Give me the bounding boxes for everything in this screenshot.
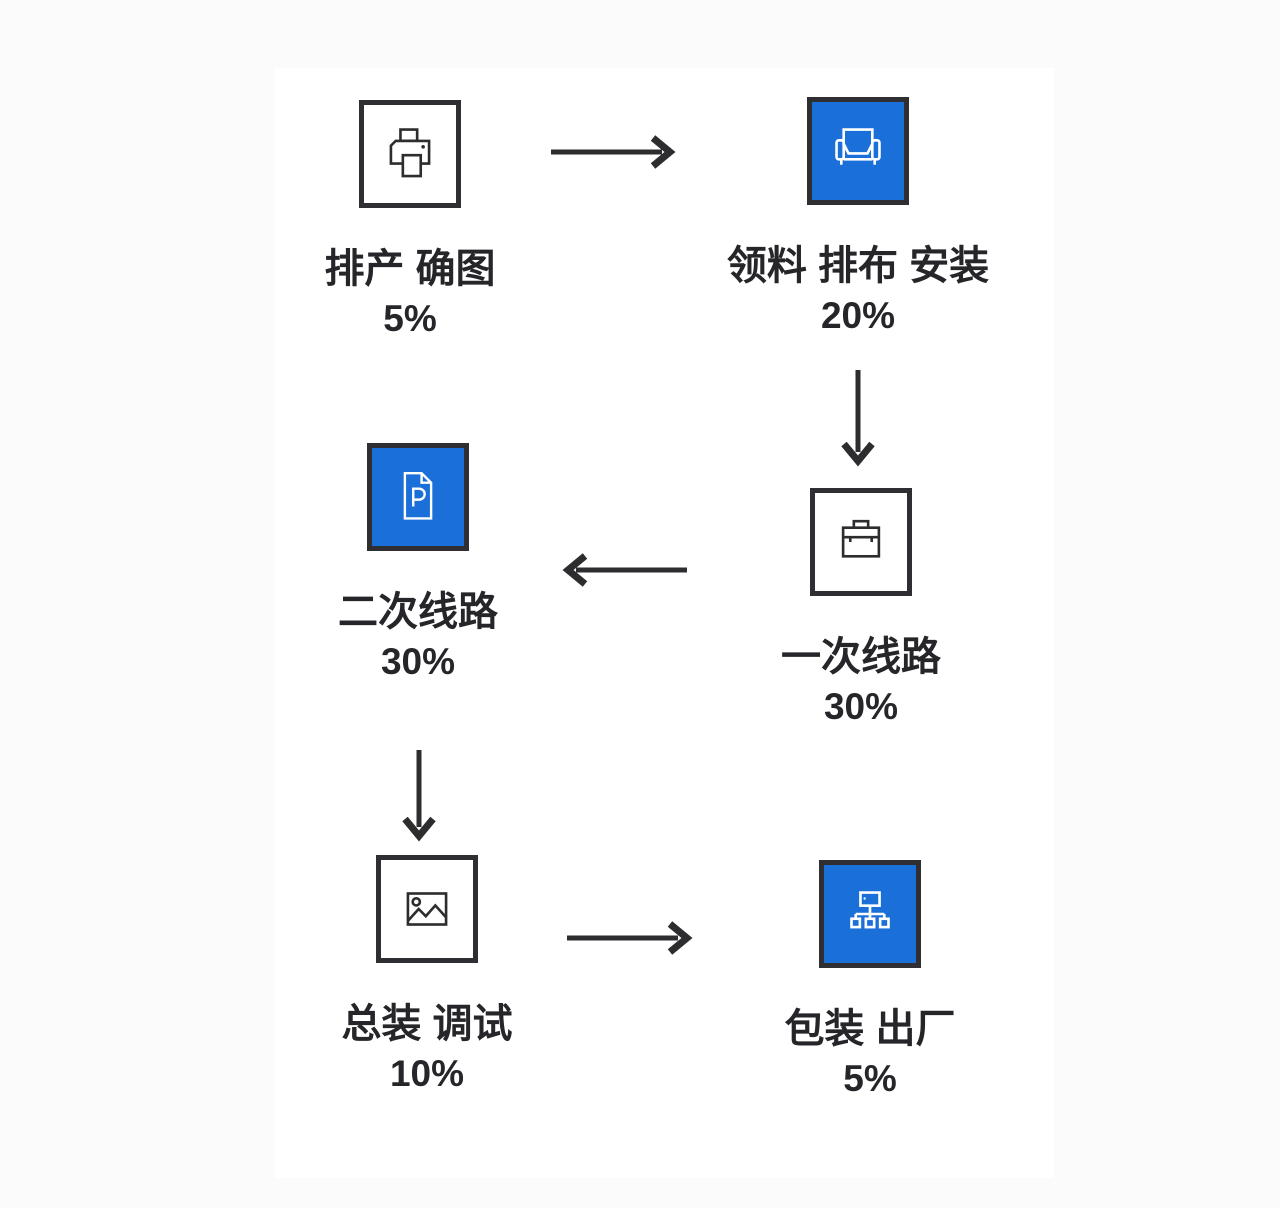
flow-node-step-5: 总装 调试 10% <box>247 855 607 1092</box>
node-label: 排产 确图 <box>324 247 496 291</box>
node-percent: 30% <box>823 686 899 728</box>
sofa-icon <box>807 97 909 205</box>
node-label: 一次线路 <box>781 635 941 679</box>
document-p-icon <box>367 443 469 551</box>
briefcase-icon <box>810 488 912 596</box>
sitemap-icon <box>819 860 921 968</box>
node-percent: 5% <box>383 298 437 340</box>
flow-node-step-1: 排产 确图 5% <box>230 100 590 337</box>
node-percent: 30% <box>380 641 456 683</box>
printer-icon <box>359 100 461 208</box>
node-label: 二次线路 <box>338 590 498 634</box>
node-label: 领料 排布 安装 <box>726 244 990 288</box>
flow-node-step-3: 一次线路 30% <box>681 488 1041 725</box>
flow-node-step-2: 领料 排布 安装 20% <box>678 97 1038 334</box>
content-panel <box>275 68 1054 1178</box>
node-label: 总装 调试 <box>341 1002 513 1046</box>
picture-icon <box>376 855 478 963</box>
flow-node-step-6: 包装 出厂 5% <box>690 860 1050 1097</box>
node-percent: 20% <box>820 295 896 337</box>
node-percent: 5% <box>843 1058 897 1100</box>
flow-node-step-4: 二次线路 30% <box>238 443 598 680</box>
node-label: 包装 出厂 <box>784 1007 956 1051</box>
node-percent: 10% <box>389 1053 465 1095</box>
